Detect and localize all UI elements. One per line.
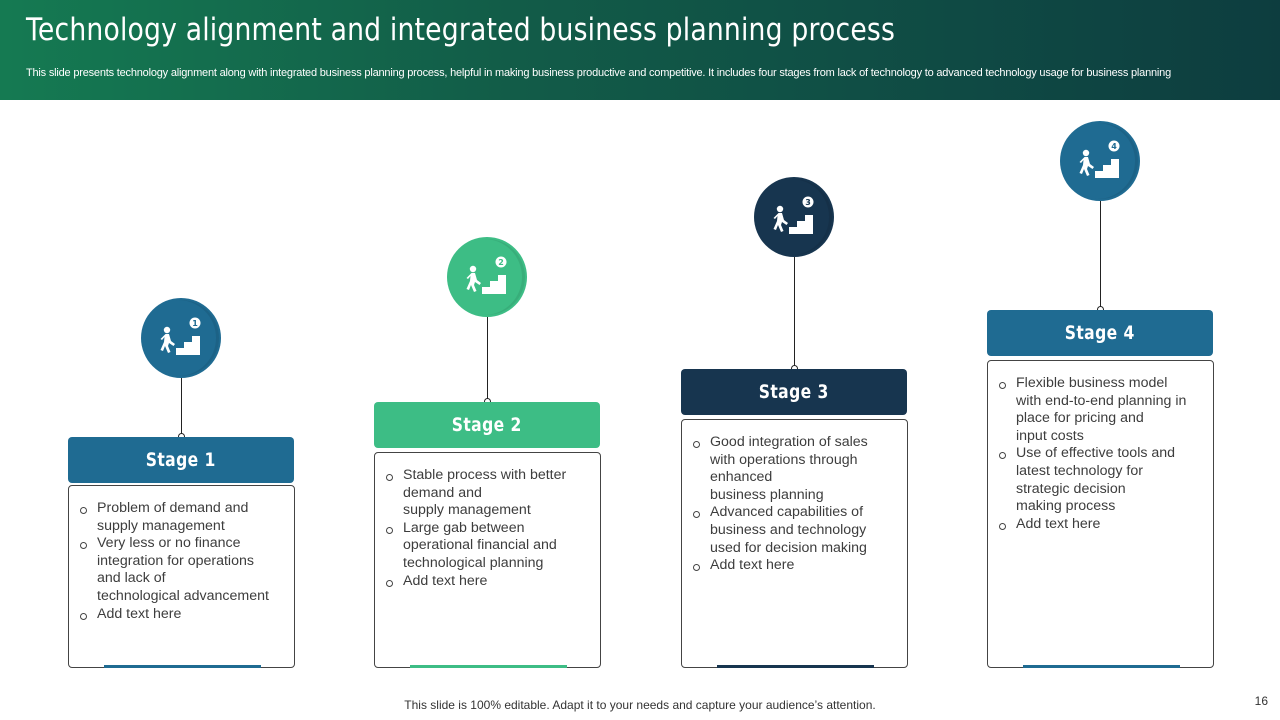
stage-3-label: Stage 3 xyxy=(681,369,907,415)
stage-label-text: Stage 4 xyxy=(1064,322,1136,344)
bullet-line: supply management xyxy=(403,502,531,519)
bullet-line: Problem of demand and xyxy=(97,500,249,516)
bullet-line: Advanced capabilities of xyxy=(710,504,864,521)
stairs-climber-icon: 3 xyxy=(773,196,814,234)
bullet-line: and lack of xyxy=(97,570,166,587)
bullet-line: Good integration of sales xyxy=(710,434,868,450)
bullet-line: Large gab between xyxy=(403,519,525,536)
svg-text:4: 4 xyxy=(1111,142,1117,151)
svg-text:2: 2 xyxy=(498,258,504,267)
card-accent-bar xyxy=(410,665,567,668)
stage-4-label: Stage 4 xyxy=(987,310,1213,356)
stage-label-text: Stage 2 xyxy=(451,414,523,436)
bullet-line: Stable process with better xyxy=(403,467,567,483)
slide-header: Technology alignment and integrated busi… xyxy=(0,0,1280,100)
card-accent-bar xyxy=(1023,665,1180,668)
stage-2-label: Stage 2 xyxy=(374,402,600,448)
bullet-line: making process xyxy=(1016,498,1116,515)
stage-label-text: Stage 1 xyxy=(145,449,217,471)
stage-1-badge: 1 xyxy=(141,298,221,378)
bullet-item: Add text here xyxy=(79,606,280,624)
bullet-line: Flexible business model xyxy=(1016,375,1168,391)
bullet-line: integration for operations xyxy=(97,552,254,569)
slide-title: Technology alignment and integrated busi… xyxy=(26,12,896,48)
page-number: 16 xyxy=(1254,694,1268,708)
stage-2-badge: 2 xyxy=(447,237,527,317)
stage-3-connector xyxy=(794,257,795,369)
footer-note: This slide is 100% editable. Adapt it to… xyxy=(0,698,1280,712)
stage-1-label: Stage 1 xyxy=(68,437,294,483)
stairs-climber-icon: 4 xyxy=(1079,140,1120,178)
bullet-line: business planning xyxy=(710,486,824,503)
card-accent-bar xyxy=(104,665,261,668)
bullet-line: place for pricing and xyxy=(1016,410,1144,427)
bullet-item: Add text here xyxy=(385,573,586,591)
bullet-line: Add text here xyxy=(1016,515,1101,532)
bullet-line: input costs xyxy=(1016,427,1084,444)
bullet-line: strategic decision xyxy=(1016,480,1126,497)
bullet-item: Add text here xyxy=(692,557,893,575)
stage-4-badge: 4 xyxy=(1060,121,1140,201)
stage-3-badge: 3 xyxy=(754,177,834,257)
bullet-line: Add text here xyxy=(710,557,795,574)
card-accent-bar xyxy=(717,665,874,668)
bullet-line: supply management xyxy=(97,517,225,534)
stairs-climber-icon: 2 xyxy=(466,256,507,294)
stage-4-connector xyxy=(1100,201,1101,310)
stairs-climber-icon: 1 xyxy=(160,317,201,355)
bullet-line: technological advancement xyxy=(97,587,269,604)
bullet-line: demand and xyxy=(403,484,482,501)
slide-subtitle: This slide presents technology alignment… xyxy=(26,67,1171,79)
svg-text:3: 3 xyxy=(805,198,811,207)
bullet-line: Add text here xyxy=(97,605,182,622)
bullet-line: used for decision making xyxy=(710,539,867,556)
bullet-line: with end-to-end planning in xyxy=(1016,392,1187,409)
bullet-line: enhanced xyxy=(710,469,773,486)
bullet-line: business and technology xyxy=(710,521,867,538)
bullet-line: Add text here xyxy=(403,572,488,589)
bullet-line: latest technology for xyxy=(1016,462,1143,479)
stage-1-connector xyxy=(181,378,182,437)
stage-2-connector xyxy=(487,317,488,402)
bullet-line: Use of effective tools and xyxy=(1016,445,1176,462)
svg-text:1: 1 xyxy=(192,319,198,328)
stage-label-text: Stage 3 xyxy=(758,381,830,403)
bullet-item: Add text here xyxy=(998,516,1199,534)
bullet-line: with operations through xyxy=(710,451,858,468)
bullet-line: Very less or no finance xyxy=(97,535,241,552)
bullet-line: technological planning xyxy=(403,554,544,571)
footer-text: This slide is 100% editable. Adapt it to… xyxy=(404,698,876,712)
bullet-line: operational financial and xyxy=(403,537,557,554)
